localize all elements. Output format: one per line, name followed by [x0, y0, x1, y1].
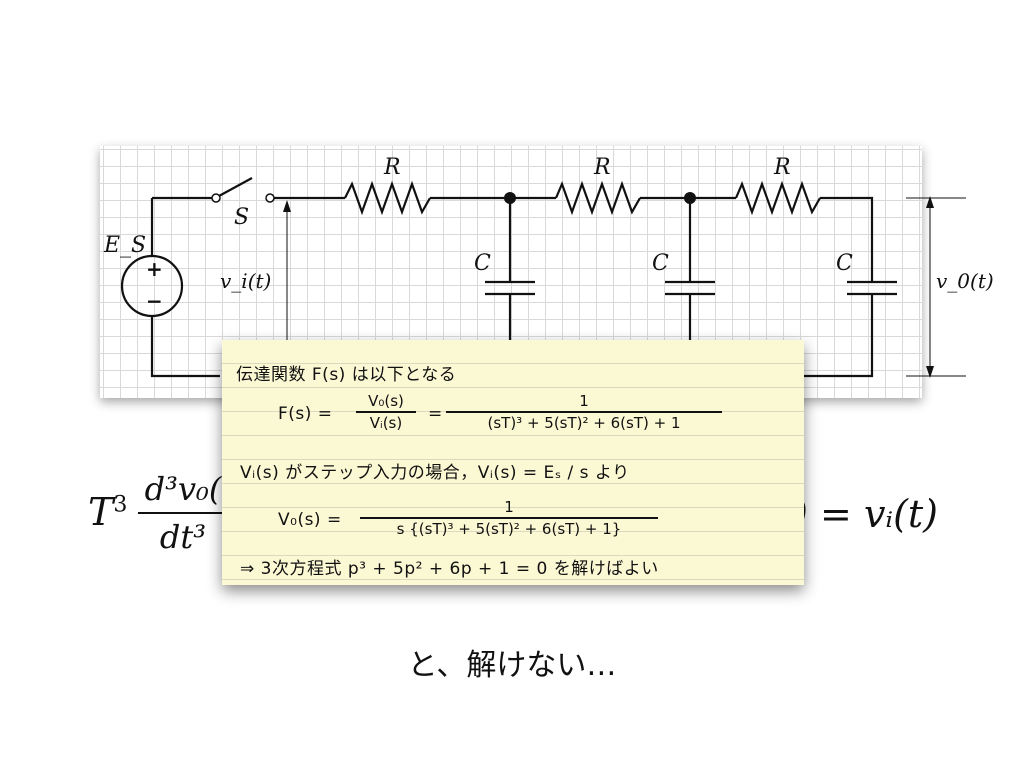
note-line-4-lhs: V₀(s) = [278, 510, 342, 530]
note-fraction-1: V₀(s) Vᵢ(s) [356, 392, 416, 432]
vi-arrowhead [283, 200, 291, 212]
note-fraction-2-den: (sT)³ + 5(sT)² + 6(sT) + 1 [487, 413, 681, 432]
v0-arrowhead-top [926, 196, 934, 208]
circuit-diagram: + − E_S S R R R C C [100, 146, 994, 398]
resistor-label-1: R [383, 155, 401, 180]
wire-source-bottom [150, 316, 220, 378]
note-line-3: Vᵢ(s) がステップ入力の場合，Vᵢ(s) = Eₛ / s より [240, 463, 630, 483]
switch-label: S [234, 205, 249, 230]
note-line-2-eq: = [428, 404, 443, 424]
equation-T-symbol: T [88, 490, 114, 534]
minus-sign: − [146, 289, 163, 313]
note-fraction-2-num: 1 [579, 392, 589, 410]
plus-sign: + [146, 257, 163, 281]
note-line-1: 伝達関数 F(s) は以下となる [236, 365, 457, 385]
note-fraction-2: 1 (sT)³ + 5(sT)² + 6(sT) + 1 [446, 392, 722, 432]
capacitor-label-2: C [652, 251, 669, 276]
note-line-5: ⇒ 3次方程式 p³ + 5p² + 6p + 1 = 0 を解けばよい [240, 559, 659, 579]
switch-terminal-right [265, 193, 275, 203]
equation-numerator: d³v₀( [138, 470, 228, 514]
resistor-3 [734, 180, 821, 216]
input-voltage-label: v_i(t) [220, 269, 271, 293]
voltage-source [120, 254, 184, 318]
equation-denominator: dt³ [159, 518, 207, 556]
resistor-label-3: R [773, 155, 791, 180]
capacitor-2 [665, 198, 715, 398]
caption: と、解けない… [407, 648, 617, 683]
capacitor-label-3: C [836, 251, 853, 276]
note-fraction-2-bar [446, 411, 722, 413]
note-fraction-1-den: Vᵢ(s) [369, 413, 403, 432]
equation-T: T3 [88, 490, 127, 534]
differential-equation: T3 d³v₀( dt³ ) = vᵢ(t) [88, 470, 948, 560]
capacitor-1 [485, 198, 535, 398]
circuit-svg: + − E_S S R R R C C [103, 155, 994, 398]
switch-blade [218, 177, 253, 197]
note-fraction-3: 1 s {(sT)³ + 5(sT)² + 6(sT) + 1} [360, 498, 658, 538]
note-fraction-1-num: V₀(s) [368, 392, 404, 410]
resistor-1 [344, 180, 431, 216]
note-line-2-lhs: F(s) = [278, 404, 333, 424]
resistor-2 [554, 180, 641, 216]
capacitor-3 [800, 280, 897, 378]
v0-arrow [906, 197, 966, 377]
note-fraction-3-den: s {(sT)³ + 5(sT)² + 6(sT) + 1} [396, 519, 622, 538]
handwritten-note: 伝達関数 F(s) は以下となる F(s) = V₀(s) Vᵢ(s) = 1 … [222, 340, 804, 585]
output-voltage-label: v_0(t) [936, 269, 994, 293]
note-fraction-3-bar [360, 517, 658, 519]
equation-T-power: 3 [113, 492, 128, 518]
source-label: E_S [103, 233, 146, 258]
switch-terminal-left [211, 193, 221, 203]
wire-r3-to-c3 [820, 196, 874, 282]
note-fraction-3-num: 1 [504, 498, 514, 516]
equation-derivative: d³v₀( dt³ [138, 470, 228, 556]
capacitor-label-1: C [474, 251, 491, 276]
equation-rhs: ) = vᵢ(t) [793, 492, 938, 536]
note-fraction-1-bar [356, 411, 416, 413]
v0-arrowhead-bottom [926, 366, 934, 378]
resistor-label-2: R [593, 155, 611, 180]
